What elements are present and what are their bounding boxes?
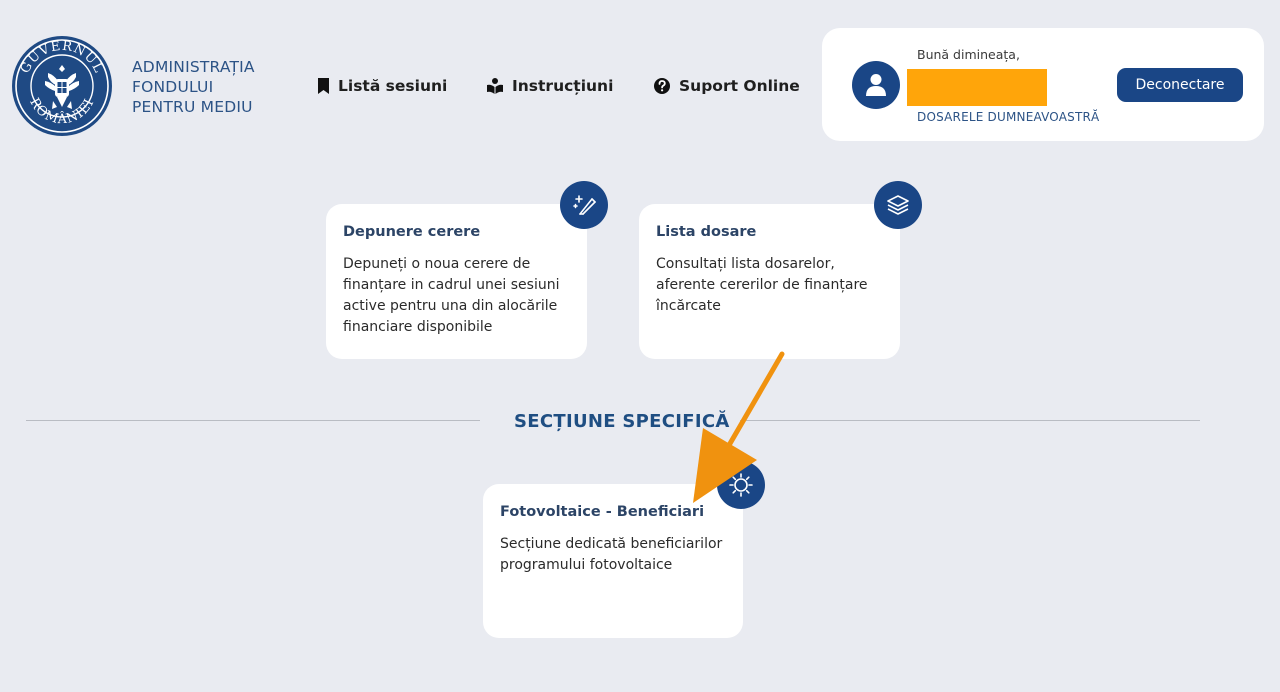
card-photovoltaic-beneficiaries[interactable]: Fotovoltaice - Beneficiari Secțiune dedi… xyxy=(483,484,743,638)
brand-name: ADMINISTRAȚIA FONDULUI PENTRU MEDIU xyxy=(132,57,255,117)
nav-support-link[interactable]: Suport Online xyxy=(653,74,800,98)
section-title: SECȚIUNE SPECIFICĂ xyxy=(514,411,730,432)
nav-instructions-link[interactable]: Instrucțiuni xyxy=(486,74,613,98)
brand-name-line3: PENTRU MEDIU xyxy=(132,98,253,116)
reader-icon xyxy=(487,78,503,94)
section-divider-left xyxy=(26,420,480,421)
greeting-text: Bună dimineața, xyxy=(917,47,1020,62)
nav-support-label: Suport Online xyxy=(679,77,800,95)
government-seal-logo[interactable]: GUVERNUL ROMÂNIEI xyxy=(11,35,113,137)
nav-instructions-label: Instrucțiuni xyxy=(512,77,614,95)
layers-icon xyxy=(874,181,922,229)
nav-sessions-link[interactable]: Listă sesiuni xyxy=(317,74,447,98)
sun-icon xyxy=(717,461,765,509)
card-files-list-description: Consultați lista dosarelor, aferente cer… xyxy=(656,256,868,314)
section-divider-right xyxy=(740,420,1200,421)
user-avatar[interactable] xyxy=(852,61,900,109)
user-card: Bună dimineața, DOSARELE DUMNEAVOASTRĂ D… xyxy=(822,28,1264,141)
card-files-list-title: Lista dosare xyxy=(656,224,757,240)
card-submit-request[interactable]: Depunere cerere Depuneți o noua cerere d… xyxy=(326,204,587,359)
logout-button[interactable]: Deconectare xyxy=(1117,68,1243,102)
help-circle-icon xyxy=(654,78,670,94)
user-icon xyxy=(866,74,886,96)
card-files-list[interactable]: Lista dosare Consultați lista dosarelor,… xyxy=(639,204,900,359)
nav-sessions-label: Listă sesiuni xyxy=(338,77,448,95)
user-name-redacted xyxy=(907,69,1047,106)
card-submit-request-description: Depuneți o noua cerere de finanțare in c… xyxy=(343,256,560,335)
card-submit-request-title: Depunere cerere xyxy=(343,224,481,240)
magic-wand-icon xyxy=(560,181,608,229)
your-files-link[interactable]: DOSARELE DUMNEAVOASTRĂ xyxy=(917,110,1100,124)
brand-name-line2: FONDULUI xyxy=(132,78,214,96)
card-photovoltaic-description: Secțiune dedicată beneficiarilor program… xyxy=(500,536,723,573)
bookmark-icon xyxy=(318,78,329,94)
card-photovoltaic-title: Fotovoltaice - Beneficiari xyxy=(500,504,705,520)
brand-name-line1: ADMINISTRAȚIA xyxy=(132,58,255,76)
